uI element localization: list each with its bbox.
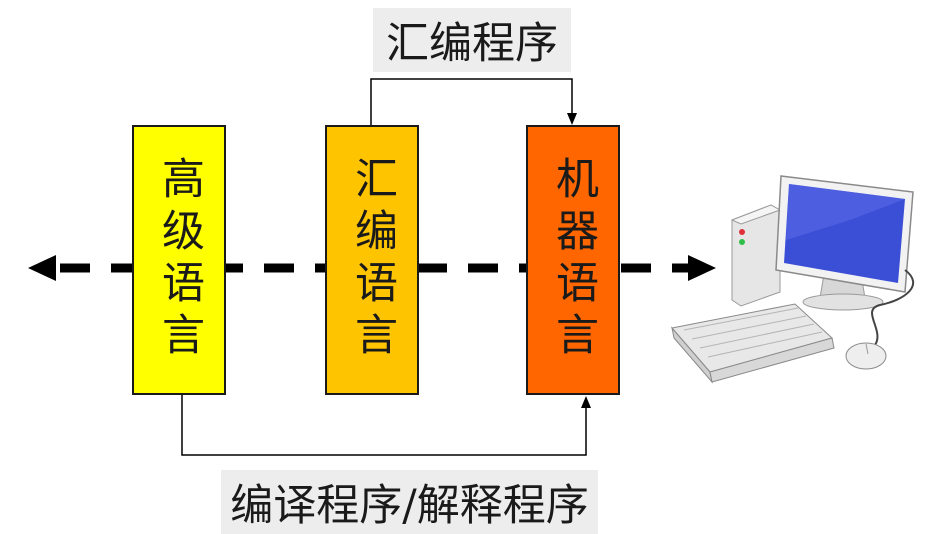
assembly-language-box: 汇编语言 bbox=[325, 125, 419, 395]
assembler-label: 汇编程序 bbox=[373, 8, 571, 72]
high-level-language-label: 高级语言 bbox=[154, 156, 205, 364]
left-arrowhead bbox=[28, 255, 56, 281]
compiler-connector bbox=[181, 395, 591, 456]
machine-language-label: 机器语言 bbox=[548, 156, 599, 364]
computer-icon bbox=[671, 175, 914, 384]
high-level-language-box: 高级语言 bbox=[132, 125, 226, 395]
assembly-language-label: 汇编语言 bbox=[347, 156, 398, 364]
machine-language-box: 机器语言 bbox=[526, 125, 620, 395]
compiler-interpreter-label: 编译程序/解释程序 bbox=[221, 470, 598, 534]
right-arrowhead bbox=[688, 255, 716, 281]
assembler-connector bbox=[370, 78, 577, 125]
